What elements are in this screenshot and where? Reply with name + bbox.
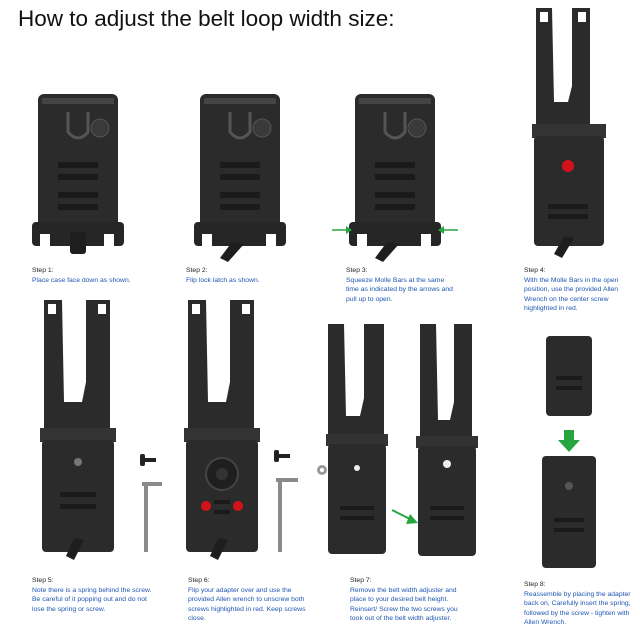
step-6-caption: Step 6: Flip your adapter over and use t…	[188, 576, 308, 624]
arrow-right-icon	[332, 226, 352, 234]
screw-icon	[274, 450, 290, 462]
step-3-label: Step 3:	[346, 267, 368, 274]
step-8-text: Reassemble by placing the adapter back o…	[524, 590, 631, 627]
arrow-left-icon	[438, 226, 458, 234]
step-2-photo	[194, 94, 286, 262]
step-8-label: Step 8:	[524, 581, 546, 588]
step-5-photo	[40, 300, 162, 560]
center-screw-highlight	[562, 160, 574, 172]
step-4-photo	[532, 8, 606, 258]
step-6-text: Flip your adapter over and use the provi…	[188, 586, 306, 623]
step-2-label: Step 2:	[186, 267, 208, 274]
washer-icon	[317, 465, 327, 475]
step-2-text: Flip lock latch as shown.	[186, 276, 260, 284]
step-1-photo	[32, 94, 124, 254]
arrow-right-icon	[391, 509, 418, 524]
step-7-label: Step 7:	[350, 577, 372, 584]
step-5-text: Note there is a spring behind the screw.…	[32, 586, 152, 613]
page-title: How to adjust the belt loop width size:	[18, 6, 395, 31]
step-5-label: Step 5:	[32, 577, 54, 584]
step-8-photo	[542, 336, 596, 568]
allen-wrench-icon	[276, 478, 298, 552]
step-7-text: Remove the belt width adjuster and place…	[350, 586, 458, 623]
step-3-photo	[332, 94, 458, 262]
step-7-photo	[317, 324, 478, 556]
step-1-caption: Step 1: Place case face down as shown.	[32, 266, 142, 285]
step-5-caption: Step 5: Note there is a spring behind th…	[32, 576, 152, 614]
step-1-label: Step 1:	[32, 267, 54, 274]
step-4-label: Step 4:	[524, 267, 546, 274]
step-2-caption: Step 2: Flip lock latch as shown.	[186, 266, 296, 285]
arrow-down-icon	[558, 430, 580, 452]
step-1-text: Place case face down as shown.	[32, 276, 131, 284]
step-6-photo	[184, 300, 298, 560]
step-7-caption: Step 7: Remove the belt width adjuster a…	[350, 576, 468, 624]
step-6-label: Step 6:	[188, 577, 210, 584]
screw-highlight-left	[201, 501, 211, 511]
step-3-text: Squeeze Molle Bars at the same time as i…	[346, 276, 453, 303]
step-3-caption: Step 3: Squeeze Molle Bars at the same t…	[346, 266, 456, 304]
step-4-caption: Step 4: With the Molle Bars in the open …	[524, 266, 632, 314]
screw-icon	[140, 454, 156, 466]
screw-highlight-right	[233, 501, 243, 511]
allen-wrench-icon	[142, 482, 162, 552]
step-8-caption: Step 8: Reassemble by placing the adapte…	[524, 580, 632, 628]
step-4-text: With the Molle Bars in the open position…	[524, 276, 619, 313]
